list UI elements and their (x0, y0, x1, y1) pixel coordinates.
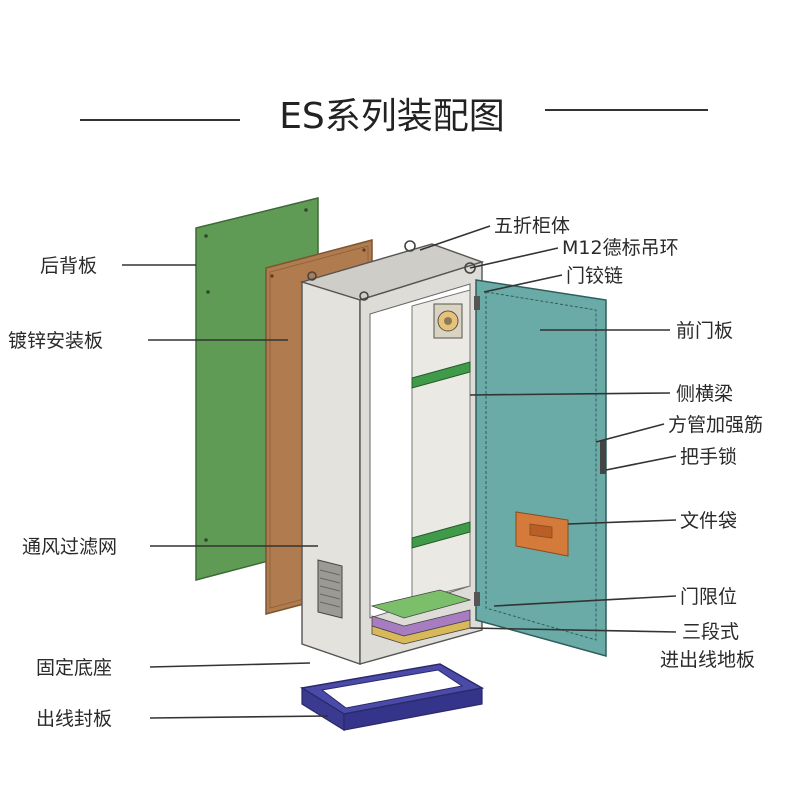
title-group: ES系列装配图 (80, 96, 708, 137)
label-floor-plate-line2: 进出线地板 (660, 649, 755, 671)
lifting-ring-icon (404, 240, 416, 252)
handle-lock-icon (600, 440, 606, 474)
label-hinge: 门铰链 (566, 265, 623, 287)
cabinet-body (299, 240, 485, 665)
label-mounting-plate: 镀锌安装板 (8, 330, 103, 352)
diagram-title: ES系列装配图 (279, 96, 505, 137)
label-rear-panel: 后背板 (40, 255, 97, 277)
label-door-stop: 门限位 (680, 586, 737, 608)
fixed-base (299, 663, 485, 732)
floor-plates (370, 589, 472, 645)
label-handle-lock: 把手锁 (680, 446, 737, 468)
hinge-top (474, 296, 480, 310)
vent-filter (317, 559, 343, 619)
label-side-beam: 侧横梁 (676, 383, 733, 405)
side-beam-lower (411, 521, 471, 549)
labels: 后背板 镀锌安装板 通风过滤网 固定底座 出线封板 五折柜体 M12德标吊环 门… (8, 215, 763, 730)
leader-lines (122, 225, 677, 719)
label-document-pocket: 文件袋 (680, 510, 737, 532)
label-fixed-base: 固定底座 (36, 657, 112, 679)
side-beam-upper (411, 361, 471, 389)
hinge-bottom (474, 592, 480, 606)
label-front-door: 前门板 (676, 320, 733, 342)
label-floor-plate-line1: 三段式 (682, 621, 739, 643)
label-vent-filter: 通风过滤网 (22, 536, 117, 558)
label-cable-cover: 出线封板 (36, 708, 112, 730)
front-door (474, 279, 607, 657)
label-square-tube: 方管加强筋 (668, 414, 763, 436)
lifting-ring-icon (464, 262, 476, 274)
label-frame-body: 五折柜体 (494, 215, 570, 237)
label-lifting-ring: M12德标吊环 (562, 237, 679, 259)
